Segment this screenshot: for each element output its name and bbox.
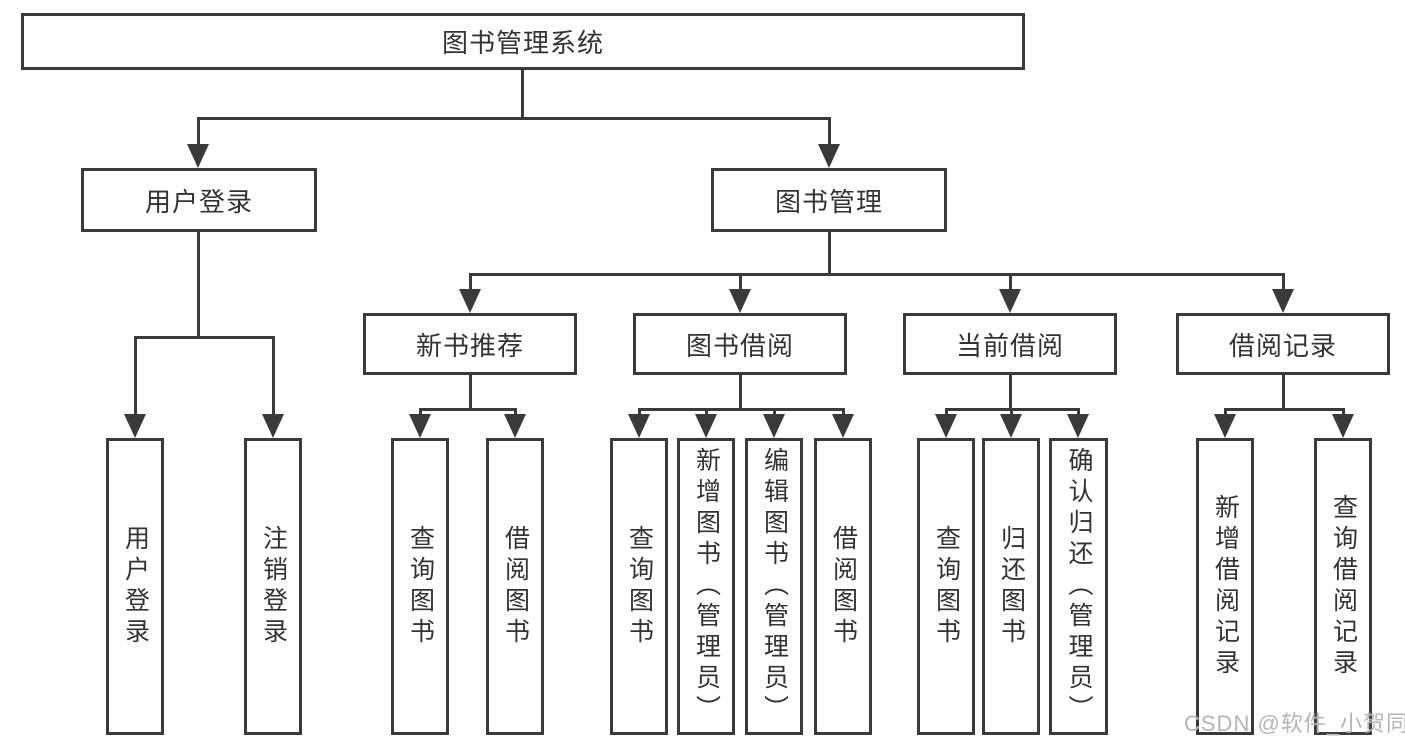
- node-leaf-bb-add-books-admin: 新增图书（管理员）: [677, 438, 735, 735]
- connector-stem-leaf-logout: [272, 336, 275, 416]
- arrowhead-current-borrow: [999, 289, 1021, 313]
- node-new-book-recommend: 新书推荐: [363, 313, 577, 375]
- arrowhead-cb-query: [935, 414, 957, 438]
- node-leaf-cb-return-books-label: 归还图书: [997, 524, 1026, 649]
- node-leaf-br-query-record-label: 查询借阅记录: [1329, 493, 1358, 680]
- node-leaf-nb-query-books: 查询图书: [391, 438, 449, 735]
- connector-stem-cb-return: [1010, 408, 1013, 418]
- node-book-borrow: 图书借阅: [633, 313, 847, 375]
- connector-stem-nb-borrow: [514, 408, 517, 418]
- node-leaf-bb-edit-books-admin-label: 编辑图书（管理员）: [760, 447, 789, 726]
- arrowhead-leaf-logout: [262, 414, 284, 438]
- node-leaf-nb-borrow-books-label: 借阅图书: [501, 524, 530, 649]
- node-leaf-br-query-record: 查询借阅记录: [1314, 438, 1372, 735]
- arrowhead-new-book-recommend: [459, 289, 481, 313]
- node-leaf-cb-confirm-return-admin: 确认归还（管理员）: [1049, 438, 1108, 735]
- node-leaf-bb-borrow-books: 借阅图书: [814, 438, 872, 735]
- arrowhead-nb-query: [409, 414, 431, 438]
- arrowhead-leaf-user-login: [124, 414, 146, 438]
- arrowhead-book-management: [818, 144, 840, 168]
- connector-stem-nb-query: [419, 408, 422, 418]
- connector-stem-new-book-recommend: [469, 273, 472, 293]
- arrowhead-cb-confirm: [1067, 414, 1089, 438]
- connector-new-book-recommend-branch: [419, 408, 517, 411]
- node-book-management-label: 图书管理: [774, 186, 883, 217]
- node-leaf-bb-add-books-admin-label: 新增图书（管理员）: [692, 447, 721, 726]
- node-current-borrow-label: 当前借阅: [955, 330, 1064, 361]
- node-book-borrow-label: 图书借阅: [685, 330, 794, 361]
- node-leaf-nb-query-books-label: 查询图书: [406, 524, 435, 649]
- node-leaf-cb-query-books: 查询图书: [917, 438, 975, 735]
- node-leaf-bb-query-books-label: 查询图书: [625, 524, 654, 649]
- node-leaf-user-login: 用户登录: [106, 438, 164, 735]
- connector-book-management-stub: [828, 231, 831, 273]
- node-leaf-cb-query-books-label: 查询图书: [932, 524, 961, 649]
- node-leaf-cb-return-books: 归还图书: [982, 438, 1040, 735]
- node-borrow-records: 借阅记录: [1176, 313, 1390, 375]
- node-leaf-bb-edit-books-admin: 编辑图书（管理员）: [745, 438, 803, 735]
- arrowhead-bb-query: [628, 414, 650, 438]
- connector-book-management-branch: [469, 273, 1285, 276]
- node-leaf-nb-borrow-books: 借阅图书: [486, 438, 544, 735]
- arrowhead-user-login: [187, 144, 209, 168]
- node-root: 图书管理系统: [21, 13, 1025, 70]
- node-user-login: 用户登录: [81, 168, 317, 232]
- connector-stem-cb-confirm: [1077, 408, 1080, 418]
- connector-stem-bb-query: [638, 408, 641, 418]
- arrowhead-br-add: [1214, 414, 1236, 438]
- arrowhead-bb-borrow: [832, 414, 854, 438]
- connector-stem-user-login: [197, 117, 200, 147]
- node-current-borrow: 当前借阅: [903, 313, 1117, 375]
- connector-user-login-stub: [197, 231, 200, 336]
- connector-stem-bb-add: [705, 408, 708, 418]
- connector-stem-book-borrow: [739, 273, 742, 293]
- connector-stem-leaf-user-login: [134, 336, 137, 416]
- node-root-label: 图书管理系统: [441, 28, 604, 58]
- connector-book-borrow-stub: [739, 374, 742, 408]
- node-leaf-br-add-record: 新增借阅记录: [1196, 438, 1254, 735]
- connector-user-login-branch: [134, 336, 275, 339]
- connector-stem-bb-borrow: [842, 408, 845, 418]
- connector-stem-bb-edit: [773, 408, 776, 418]
- node-leaf-user-login-label: 用户登录: [121, 524, 150, 649]
- connector-stem-br-query: [1342, 408, 1345, 418]
- node-borrow-records-label: 借阅记录: [1228, 330, 1337, 361]
- connector-stem-current-borrow: [1009, 273, 1012, 293]
- arrowhead-bb-add: [695, 414, 717, 438]
- node-leaf-cb-confirm-return-admin-label: 确认归还（管理员）: [1065, 447, 1093, 726]
- node-user-login-label: 用户登录: [144, 186, 253, 217]
- arrowhead-br-query: [1332, 414, 1354, 438]
- connector-stem-book-management: [828, 117, 831, 147]
- arrowhead-nb-borrow: [504, 414, 526, 438]
- node-leaf-br-add-record-label: 新增借阅记录: [1211, 493, 1240, 680]
- arrowhead-borrow-records: [1272, 289, 1294, 313]
- node-leaf-logout: 注销登录: [244, 438, 302, 735]
- csdn-watermark: CSDN @软件_小贺同学: [1184, 711, 1405, 736]
- arrowhead-book-borrow: [729, 289, 751, 313]
- connector-borrow-records-branch: [1224, 408, 1345, 411]
- node-leaf-logout-label: 注销登录: [259, 524, 288, 649]
- connector-stem-br-add: [1224, 408, 1227, 418]
- node-leaf-bb-query-books: 查询图书: [610, 438, 668, 735]
- arrowhead-bb-edit: [763, 414, 785, 438]
- node-leaf-bb-borrow-books-label: 借阅图书: [829, 524, 858, 649]
- connector-stem-borrow-records: [1282, 273, 1285, 293]
- node-new-book-recommend-label: 新书推荐: [415, 330, 524, 361]
- arrowhead-cb-return: [1000, 414, 1022, 438]
- connector-book-borrow-branch: [638, 408, 845, 411]
- connector-stem-cb-query: [945, 408, 948, 418]
- node-book-management: 图书管理: [711, 168, 947, 232]
- connector-borrow-records-stub: [1282, 374, 1285, 408]
- connector-current-borrow-stub: [1009, 374, 1012, 408]
- connector-root-stub: [521, 69, 524, 117]
- connector-root-branch: [197, 117, 831, 120]
- connector-new-book-recommend-stub: [469, 374, 472, 408]
